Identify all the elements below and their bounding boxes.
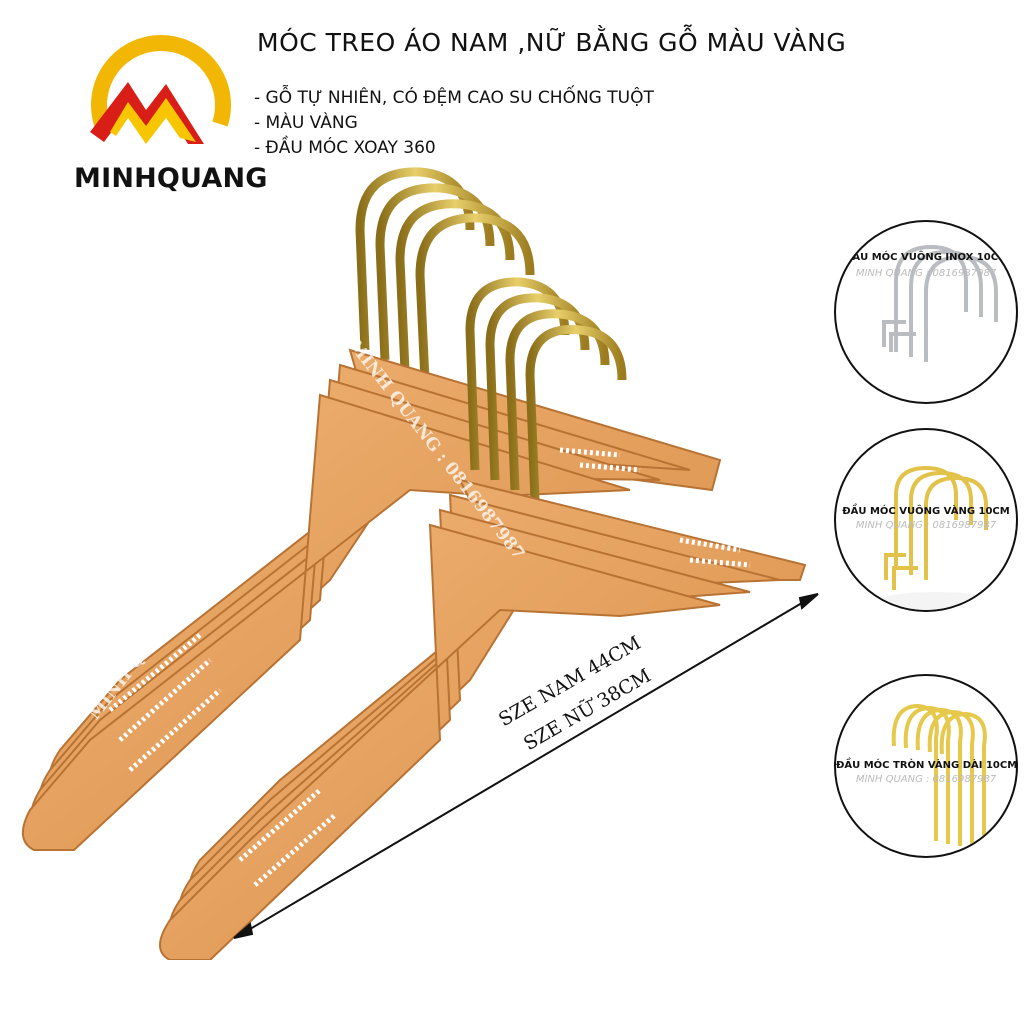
option-square-inox: ĐẦU MÓC VUÔNG INOX 10CM MINH QUANG : 081… <box>834 220 1018 404</box>
brand-logo <box>80 14 240 164</box>
feature-item: - GỖ TỰ NHIÊN, CÓ ĐỆM CAO SU CHỐNG TUỘT <box>254 88 654 108</box>
option-watermark: MINH QUANG : 0816987987 <box>855 520 997 531</box>
product-image <box>0 160 830 961</box>
option-round-gold: ĐẦU MÓC TRÒN VÀNG DÀI 10CM MINH QUANG : … <box>834 674 1018 858</box>
option-watermark: MINH QUANG : 0816987987 <box>855 268 997 279</box>
option-label: ĐẦU MÓC VUÔNG VÀNG 10CM <box>842 506 1010 517</box>
square-hook-gold-icon <box>876 465 996 610</box>
option-watermark: MINH QUANG : 0816987987 <box>855 774 997 785</box>
feature-item: - ĐẦU MÓC XOAY 360 <box>254 138 436 158</box>
product-title: MÓC TREO ÁO NAM ,NỮ BẰNG GỖ MÀU VÀNG <box>257 28 847 57</box>
square-hook-inox-icon <box>882 244 998 362</box>
wooden-hanger-set-icon <box>22 167 819 961</box>
brand-name: MINHQUANG <box>74 163 268 194</box>
round-hook-gold-icon <box>891 703 987 850</box>
feature-item: - MÀU VÀNG <box>254 113 358 133</box>
option-label: ĐẦU MÓC VUÔNG INOX 10CM <box>843 252 1009 263</box>
feature-list: - GỖ TỰ NHIÊN, CÓ ĐỆM CAO SU CHỐNG TUỘT … <box>254 86 654 161</box>
option-square-gold: ĐẦU MÓC VUÔNG VÀNG 10CM MINH QUANG : 081… <box>834 428 1018 612</box>
option-label: ĐẦU MÓC TRÒN VÀNG DÀI 10CM <box>836 760 1018 771</box>
mountain-logo-icon <box>90 34 231 144</box>
